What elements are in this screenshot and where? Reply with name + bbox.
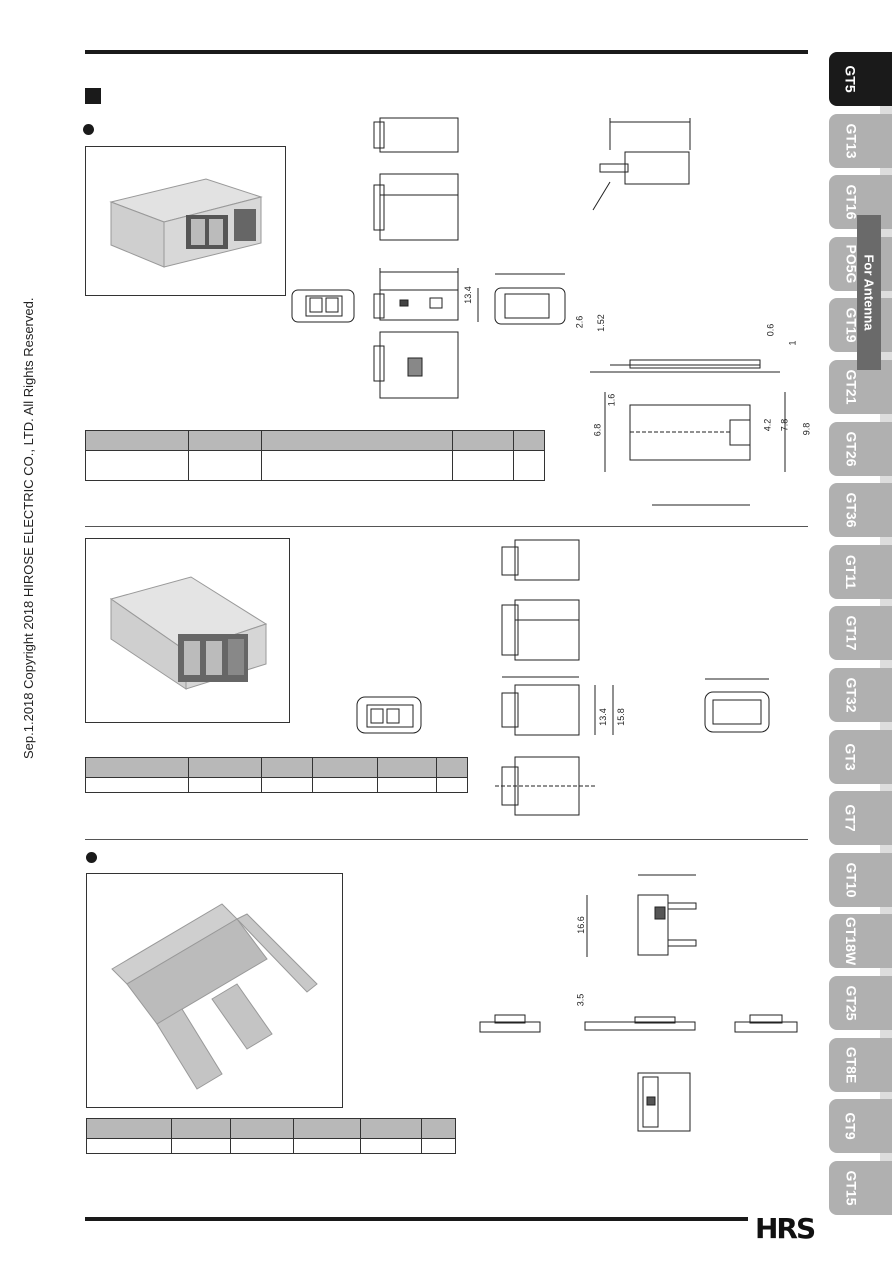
side-tab-gt25[interactable]: GT25 xyxy=(829,976,892,1030)
connector-photo-1-drawing xyxy=(109,178,263,268)
side-tab-gt13[interactable]: GT13 xyxy=(829,113,892,168)
footer-rule xyxy=(85,1217,748,1221)
header-rule xyxy=(85,50,808,54)
technical-drawings-2 xyxy=(356,539,770,816)
spec-table-3 xyxy=(86,1118,456,1154)
side-tab-gt8e[interactable]: GT8E xyxy=(829,1037,892,1092)
side-tab-gt36[interactable]: GT36 xyxy=(829,483,892,538)
dim-label: 4.2 xyxy=(762,418,773,432)
copyright-text: Sep.1.2018 Copyright 2018 HIROSE ELECTRI… xyxy=(21,297,36,759)
side-tab-label: GT25 xyxy=(843,985,860,1021)
side-tab-gt5[interactable]: GT5 xyxy=(829,52,892,106)
dim-label: 1 xyxy=(787,340,798,346)
dim-label: 0.6 xyxy=(765,323,776,337)
dim-label: 13.4 xyxy=(462,286,473,304)
side-tab-gt3[interactable]: GT3 xyxy=(829,729,892,784)
technical-drawings-1 xyxy=(291,117,786,506)
side-tab-gt15[interactable]: GT15 xyxy=(829,1160,892,1215)
dim-label: 15.8 xyxy=(615,708,626,726)
bullet-dot-3 xyxy=(86,852,97,863)
spec-table-2 xyxy=(85,757,468,793)
category-for-antenna: For Antenna xyxy=(857,215,881,370)
side-tab-label: GT7 xyxy=(842,804,859,832)
side-tab-label: GT32 xyxy=(843,677,860,713)
side-tab-label: GT10 xyxy=(843,862,860,898)
spec-table-1 xyxy=(85,430,545,481)
side-tab-label: GT36 xyxy=(843,492,860,528)
side-tab-gt32[interactable]: GT32 xyxy=(829,668,892,722)
dim-label: 1.52 xyxy=(595,314,606,332)
connector-photo-2-drawing xyxy=(109,576,268,690)
dim-label: 1.6 xyxy=(606,393,617,407)
side-tab-label: GT11 xyxy=(843,554,859,589)
section-square-marker xyxy=(85,88,101,104)
side-tab-label: GT26 xyxy=(843,431,860,467)
dim-label: 3.5 xyxy=(575,993,586,1007)
side-tab-label: GT8E xyxy=(843,1046,860,1083)
dim-label: 6.8 xyxy=(592,423,603,437)
side-tab-label: GT9 xyxy=(842,1112,859,1140)
side-tab-label: GT3 xyxy=(842,742,859,771)
product-photo-1 xyxy=(85,146,286,296)
product-photo-3 xyxy=(86,873,343,1108)
side-tab-gt9[interactable]: GT9 xyxy=(829,1099,892,1154)
hrs-logo: HRS xyxy=(755,1212,816,1245)
dim-label: 9.8 xyxy=(801,422,812,436)
dim-label: 7.8 xyxy=(779,418,790,432)
side-tab-label: GT21 xyxy=(843,369,860,405)
retainer-photo-drawing xyxy=(111,903,318,1090)
section-divider-1 xyxy=(85,526,808,527)
side-tab-label: GT13 xyxy=(843,123,860,159)
side-tab-label: GT17 xyxy=(843,615,860,651)
side-tab-label: GT5 xyxy=(842,65,859,93)
side-tab-gt11[interactable]: GT11 xyxy=(829,544,892,599)
dim-label: 16.6 xyxy=(575,916,586,934)
bullet-dot-1 xyxy=(83,124,94,135)
side-tab-label: GT18W xyxy=(843,917,860,966)
side-tab-label: GT15 xyxy=(843,1170,860,1206)
side-tab-gt18w[interactable]: GT18W xyxy=(829,914,892,969)
product-photo-2 xyxy=(85,538,290,723)
side-tab-gt26[interactable]: GT26 xyxy=(829,421,892,476)
dim-label: 13.4 xyxy=(597,708,608,726)
category-label: For Antenna xyxy=(861,254,877,331)
side-tab-gt10[interactable]: GT10 xyxy=(829,852,892,907)
section-divider-2 xyxy=(85,839,808,840)
technical-drawings-3 xyxy=(479,874,798,1132)
side-tab-gt17[interactable]: GT17 xyxy=(829,606,892,661)
dim-label: 2.6 xyxy=(574,315,585,329)
side-tab-gt7[interactable]: GT7 xyxy=(829,791,892,846)
